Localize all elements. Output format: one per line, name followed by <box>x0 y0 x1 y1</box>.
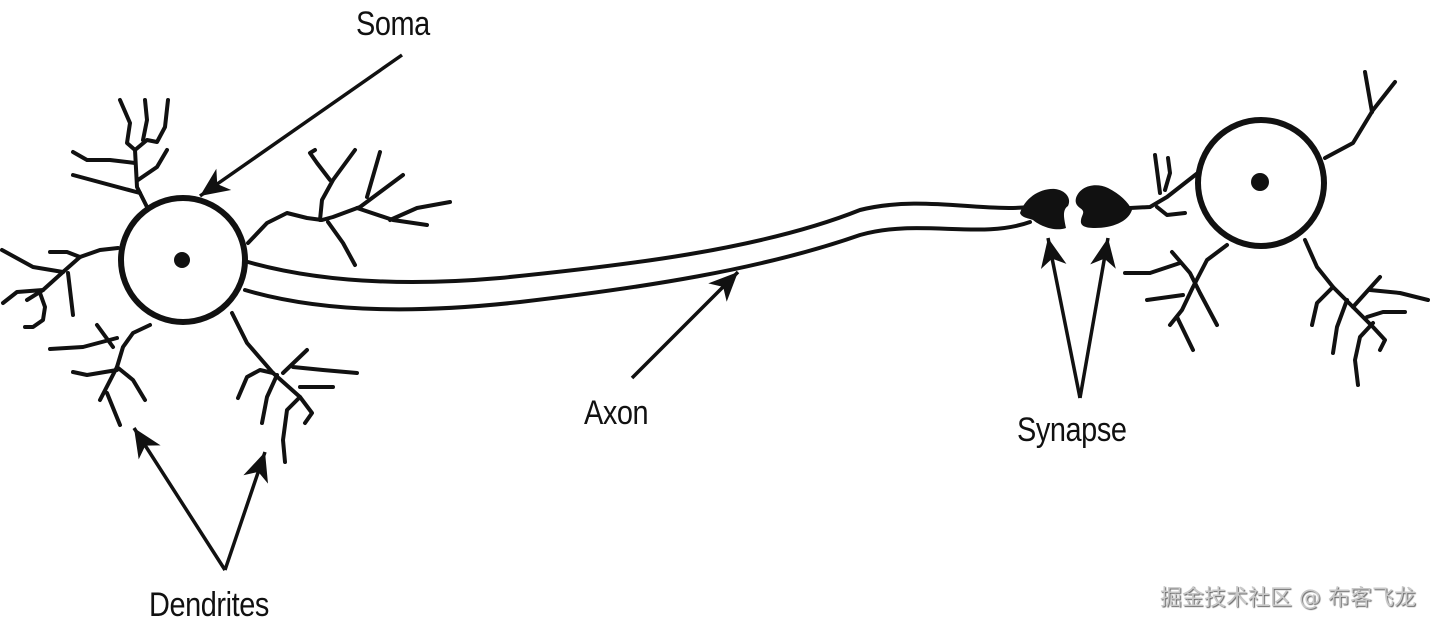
dendrites-label: Dendrites <box>149 586 269 624</box>
dendrites-arrow-right <box>223 451 269 571</box>
soma-arrow <box>198 53 404 198</box>
postsynaptic-terminal <box>1075 185 1132 228</box>
left-neuron <box>0 98 452 464</box>
synapse-terminals <box>1020 185 1132 230</box>
axon <box>243 201 1032 312</box>
presynaptic-terminal <box>1020 188 1070 230</box>
soma-label: Soma <box>356 5 430 43</box>
synapse-arrow-left <box>1040 237 1082 399</box>
axon-label: Axon <box>584 394 649 432</box>
watermark: 掘金技术社区 @ 布客飞龙 <box>1160 586 1416 611</box>
synapse-label: Synapse <box>1017 411 1127 449</box>
left-soma <box>118 195 248 325</box>
pointer-arrows <box>132 53 1116 571</box>
left-dendrites <box>0 98 452 464</box>
left-nucleus <box>174 252 190 268</box>
right-soma <box>1195 117 1327 249</box>
dendrites-arrow-left <box>132 427 227 571</box>
right-neuron <box>1123 70 1430 387</box>
axon-arrow <box>630 270 740 380</box>
synapse-arrow-right <box>1078 237 1116 399</box>
right-nucleus <box>1251 173 1269 191</box>
right-dendrites <box>1123 70 1430 387</box>
